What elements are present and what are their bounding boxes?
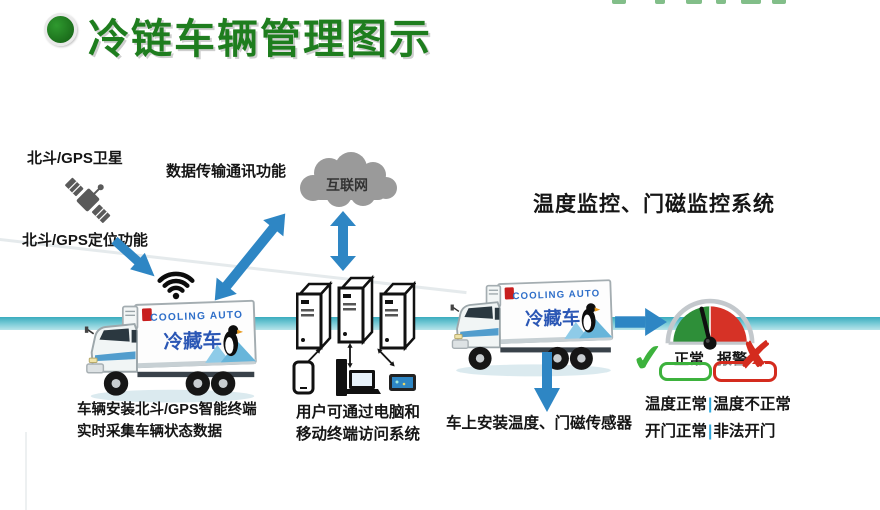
title-bullet-icon	[44, 13, 77, 46]
cross-icon: ✘	[736, 332, 774, 380]
satellite-label: 北斗/GPS卫星	[27, 150, 123, 167]
server-rack-icons	[296, 274, 416, 352]
internet-cloud-icon: 互联网	[300, 152, 397, 207]
status-normal-text: 开门正常	[645, 423, 708, 440]
normal-status-box	[659, 362, 712, 381]
status-normal-text: 温度正常	[645, 396, 708, 413]
status-abnormal-text: 温度不正常	[713, 396, 791, 413]
satellite-icon	[65, 177, 111, 223]
arrow-server-handheld-icon	[377, 348, 395, 367]
phone-icon	[292, 360, 315, 395]
desktop-icon	[336, 359, 381, 396]
truck-name-text: 冷藏车	[525, 307, 581, 330]
check-icon: ✔	[629, 336, 667, 382]
truck-brand-text: COOLING AUTO	[512, 288, 600, 302]
user-devices	[292, 359, 416, 396]
monitoring-title: 温度监控、门磁监控系统	[533, 193, 775, 216]
penguin-icon	[581, 303, 601, 333]
background-left-line	[25, 432, 27, 510]
truck-brand-text: COOLING AUTO	[150, 310, 243, 324]
arrow-truck-cloud-icon	[214, 213, 286, 301]
refrigerated-truck-right: COOLING AUTO 冷藏车	[450, 279, 614, 377]
sensor-caption: 车上安装温度、门磁传感器	[446, 415, 633, 432]
gauge-icon	[665, 298, 755, 350]
page-title: 冷链车辆管理图示	[88, 16, 432, 62]
left-truck-caption-line2: 实时采集车辆状态数据	[77, 424, 222, 440]
status-separator: |	[708, 423, 713, 440]
handheld-icon	[389, 374, 416, 391]
status-abnormal-text: 非法开门	[713, 423, 776, 440]
refrigerated-truck-left: COOLING AUTO 冷藏车	[84, 299, 257, 403]
user-caption-line1: 用户可通过电脑和	[296, 404, 421, 421]
truck-logo	[141, 308, 153, 322]
arrow-cloud-server-icon	[330, 211, 356, 271]
wifi-icon	[157, 271, 195, 300]
penguin-icon	[223, 325, 244, 357]
user-caption-line2: 移动终端访问系统	[296, 426, 421, 443]
status-row-temperature: 温度正常|温度不正常	[645, 392, 791, 414]
internet-label: 互联网	[326, 177, 368, 193]
arrow-server-desktop-icon	[347, 343, 353, 368]
transmission-label: 数据传输通讯功能	[166, 163, 287, 180]
status-row-door: 开门正常|非法开门	[645, 419, 775, 441]
truck-name-text: 冷藏车	[163, 329, 222, 354]
arrow-truck-to-gauge-icon	[615, 308, 667, 336]
arrow-satellite-to-truck-icon	[111, 236, 155, 277]
alarm-status-box	[713, 361, 777, 382]
arrow-truck-to-sensors-icon	[534, 352, 560, 412]
left-truck-caption-line1: 车辆安装北斗/GPS智能终端	[77, 402, 257, 418]
status-separator: |	[708, 396, 713, 413]
